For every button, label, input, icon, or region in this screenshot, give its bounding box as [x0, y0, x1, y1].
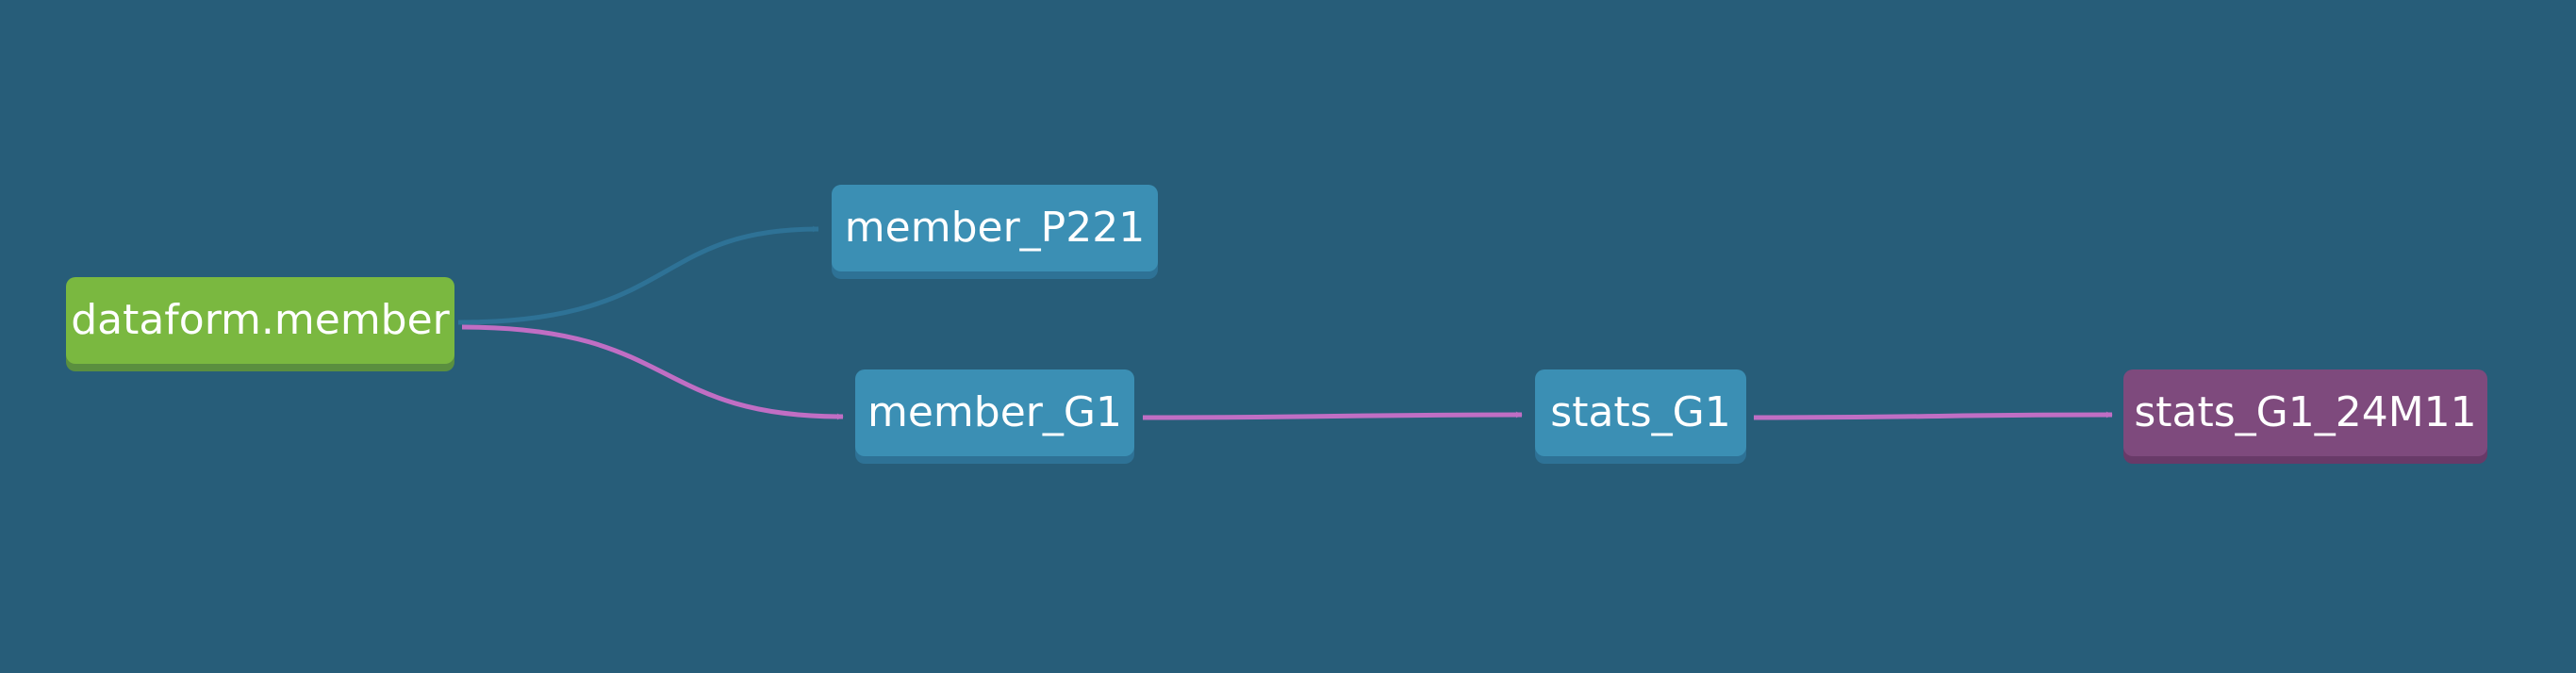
- edge-stats-g1-to-stats-g1-24m11[interactable]: [1753, 411, 2113, 420]
- node-label: stats_G1: [1550, 388, 1731, 436]
- node-label: dataform.member: [71, 296, 450, 344]
- edge-dataform-member-to-member-p221[interactable]: [457, 225, 819, 325]
- node-stats-g1-24m11[interactable]: stats_G1_24M11: [2123, 369, 2487, 456]
- node-member-g1[interactable]: member_G1: [855, 369, 1134, 456]
- edge-dataform-member-to-member-g1[interactable]: [461, 324, 844, 420]
- node-dataform-member[interactable]: dataform.member: [66, 277, 454, 364]
- node-label: member_G1: [867, 388, 1122, 436]
- node-stats-g1[interactable]: stats_G1: [1535, 369, 1746, 456]
- node-member-p221[interactable]: member_P221: [832, 185, 1158, 271]
- node-label: member_P221: [844, 204, 1146, 252]
- edge-member-g1-to-stats-g1[interactable]: [1142, 411, 1523, 420]
- node-label: stats_G1_24M11: [2134, 388, 2477, 436]
